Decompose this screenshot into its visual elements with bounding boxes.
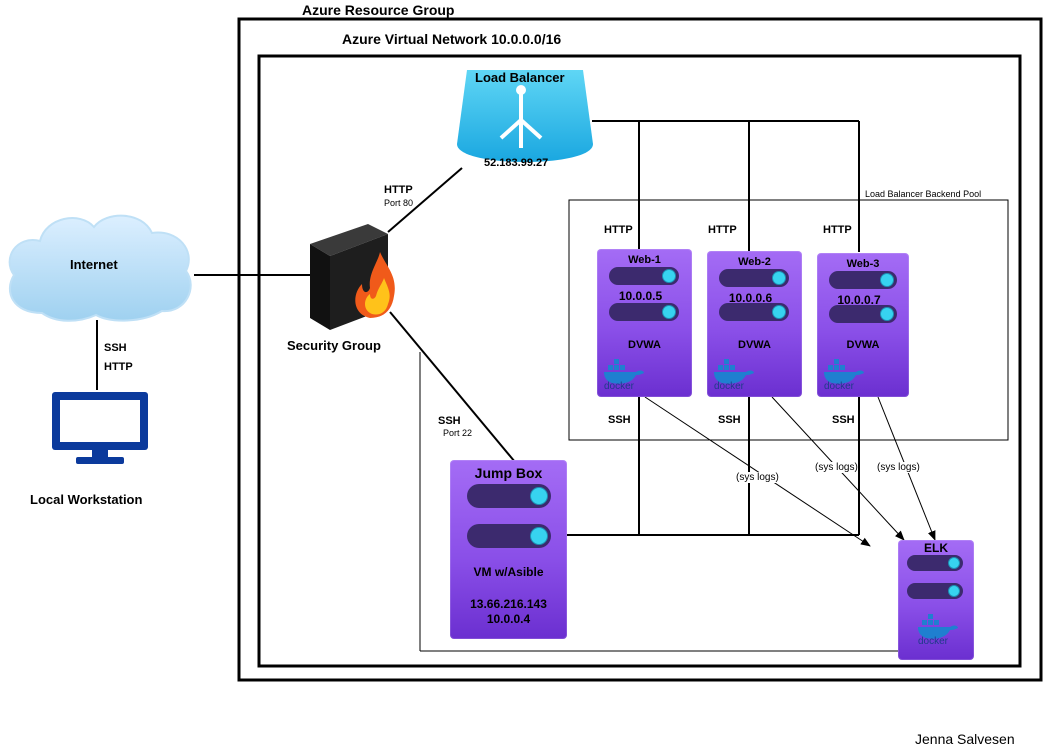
author-label: Jenna Salvesen [915,731,1015,747]
web3-ip: 10.0.0.7 [837,293,881,307]
web-server-3[interactable]: Web-3 10.0.0.7 DVWA docker [817,253,909,397]
status-dot-icon [948,585,960,597]
resource-group-title: Azure Resource Group [302,2,455,18]
web1-app: DVWA [628,339,661,351]
web2-disk-2 [719,303,789,321]
web1-disk-2 [609,303,679,321]
web-server-1[interactable]: Web-1 10.0.0.5 DVWA docker [597,249,692,397]
status-dot-icon [662,305,676,319]
local-workstation-label: Local Workstation [30,492,143,507]
web2-name: Web-2 [738,256,771,268]
web1-disk-1 [609,267,679,285]
docker-icon: docker [712,359,756,398]
status-dot-icon [662,269,676,283]
status-dot-icon [948,557,960,569]
virtual-network-border [257,54,1022,668]
web1-ip: 10.0.0.5 [618,289,663,303]
web3-ssh-label: SSH [832,414,855,426]
syslog-label-1: (sys logs) [736,472,779,483]
web-server-2[interactable]: Web-2 10.0.0.6 DVWA docker [707,251,802,397]
syslog-label-3: (sys logs) [877,462,920,473]
status-dot-icon [530,527,548,545]
sg-port80-label: Port 80 [384,198,414,208]
status-dot-icon [772,271,786,285]
docker-icon: docker [822,359,866,398]
load-balancer-icon [457,70,593,162]
cloud-icon [8,214,192,322]
web2-disk-1 [719,269,789,287]
internet-label: Internet [70,257,118,272]
syslog-label-2: (sys logs) [815,462,858,473]
docker-icon: docker [602,359,646,398]
web3-http-label: HTTP [823,224,852,236]
status-dot-icon [880,273,894,287]
internet-ssh-label: SSH [104,342,127,354]
sg-port22-label: Port 22 [443,428,473,438]
web2-app: DVWA [738,339,771,351]
sg-ssh-label: SSH [438,415,461,427]
web3-name: Web-3 [846,258,880,270]
web2-ip: 10.0.0.6 [728,291,773,305]
firewall-icon [310,224,395,330]
jump-box-disk-1 [467,484,551,508]
backend-pool-border [568,199,1009,441]
backend-pool-title: Load Balancer Backend Pool [865,189,982,199]
web2-http-label: HTTP [708,224,737,236]
internet-http-label: HTTP [104,361,133,373]
load-balancer-ip: 52.183.99.27 [484,157,549,169]
jump-box-title: Jump Box [474,465,543,481]
web2-ssh-label: SSH [718,414,741,426]
jump-box-disk-2 [467,524,551,548]
resource-group-border [237,17,1043,682]
elk-server[interactable]: ELK docker [898,540,974,660]
status-dot-icon [772,305,786,319]
web3-disk-1 [829,271,897,289]
web1-ssh-label: SSH [608,414,631,426]
docker-icon: docker [916,614,960,653]
jump-box-public-ip: 13.66.216.143 [470,597,547,611]
jump-box-private-ip: 10.0.0.4 [486,612,531,626]
status-dot-icon [530,487,548,505]
jump-box-role: VM w/Asible [473,565,544,579]
web1-http-label: HTTP [604,224,633,236]
web1-name: Web-1 [628,254,661,266]
virtual-network-title: Azure Virtual Network 10.0.0.0/16 [342,31,562,47]
web3-disk-2 [829,305,897,323]
status-dot-icon [880,307,894,321]
security-group-label: Security Group [287,338,381,353]
web3-app: DVWA [846,339,880,351]
load-balancer-title: Load Balancer [475,70,565,85]
elk-disk-1 [907,555,963,571]
elk-disk-2 [907,583,963,599]
monitor-icon [52,392,148,464]
elk-title: ELK [924,541,948,555]
jump-box[interactable]: Jump Box VM w/Asible 13.66.216.143 10.0.… [450,460,567,639]
sg-http-label: HTTP [384,184,413,196]
